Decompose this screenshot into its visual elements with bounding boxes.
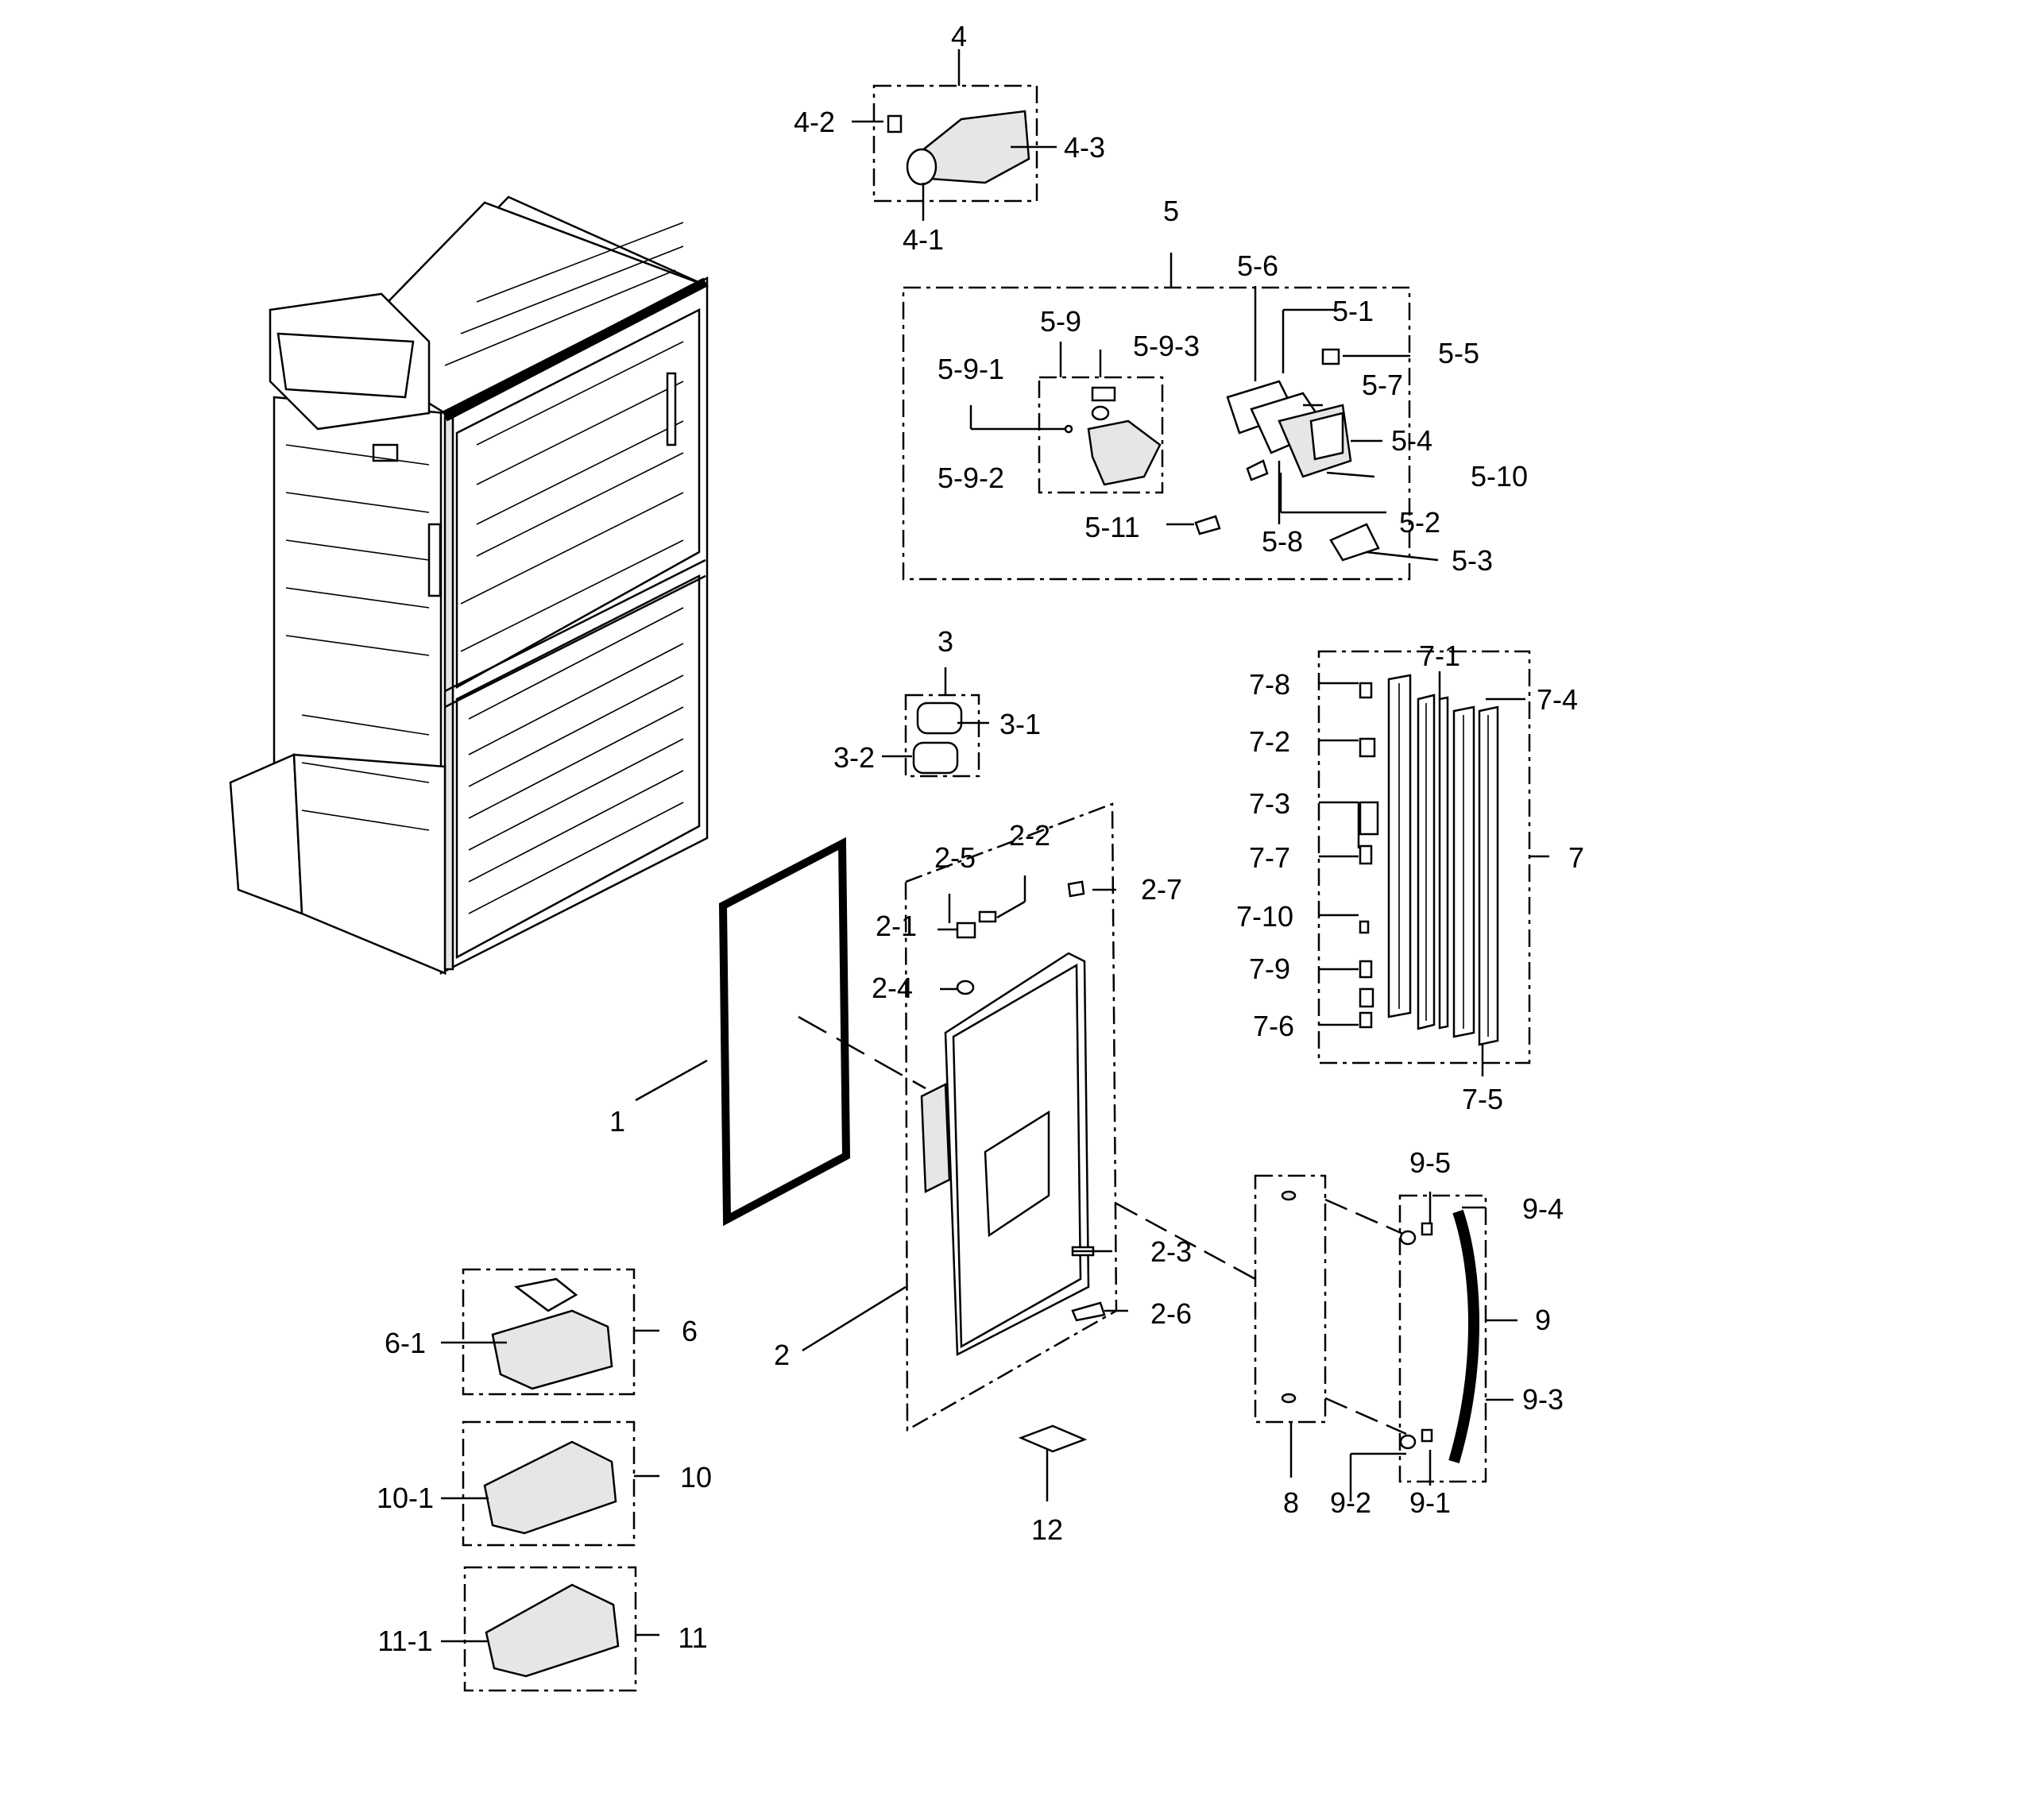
callout-7-2: 7-2 <box>1249 725 1290 758</box>
callout-7-4: 7-4 <box>1537 683 1578 716</box>
callout-labels: 4 4-1 4-2 4-3 5 5-1 5-2 5-3 5-4 5-5 5-6 … <box>377 20 1584 1657</box>
callout-3: 3 <box>938 625 953 658</box>
door-bin-group-11 <box>441 1566 659 1692</box>
callout-2-6: 2-6 <box>1150 1297 1192 1330</box>
callout-11: 11 <box>678 1621 707 1654</box>
callout-11-1: 11-1 <box>377 1625 432 1657</box>
callout-4: 4 <box>951 20 967 52</box>
callout-5-9-1: 5-9-1 <box>938 353 1004 385</box>
callout-10: 10 <box>680 1461 712 1493</box>
callout-5-9-3: 5-9-3 <box>1133 330 1200 362</box>
callout-7-1: 7-1 <box>1419 640 1460 672</box>
callout-5-8: 5-8 <box>1262 525 1303 558</box>
callout-9-3: 9-3 <box>1522 1383 1564 1416</box>
door-bin-group-10 <box>441 1420 659 1547</box>
callout-2: 2 <box>774 1339 790 1371</box>
callout-2-1: 2-1 <box>876 910 917 942</box>
callout-3-2: 3-2 <box>833 741 875 774</box>
callout-5-6: 5-6 <box>1237 249 1278 282</box>
door-gasket-1 <box>635 837 926 1227</box>
door-group-2 <box>802 802 1128 1432</box>
callout-5-7: 5-7 <box>1362 369 1403 401</box>
callout-9-5: 9-5 <box>1409 1146 1451 1179</box>
callout-9: 9 <box>1535 1304 1551 1336</box>
callout-7-5: 7-5 <box>1462 1083 1503 1115</box>
callout-2-7: 2-7 <box>1141 873 1182 906</box>
callout-10-1: 10-1 <box>377 1482 434 1514</box>
callout-5-4: 5-4 <box>1391 424 1432 457</box>
callout-5-1: 5-1 <box>1332 295 1374 327</box>
callout-5-9: 5-9 <box>1040 305 1081 338</box>
callout-5: 5 <box>1163 195 1179 227</box>
callout-8: 8 <box>1283 1486 1299 1519</box>
callout-2-3: 2-3 <box>1150 1235 1192 1268</box>
callout-6: 6 <box>682 1315 698 1347</box>
callout-5-9-2: 5-9-2 <box>938 462 1004 494</box>
door-panel-8 <box>1115 1174 1407 1478</box>
callout-5-5: 5-5 <box>1438 337 1479 369</box>
callout-7-3: 7-3 <box>1249 787 1290 820</box>
callout-7-7: 7-7 <box>1249 841 1290 874</box>
door-bin-group-6 <box>441 1268 659 1396</box>
callout-7-9: 7-9 <box>1249 953 1290 985</box>
callout-9-2: 9-2 <box>1330 1486 1371 1519</box>
callout-12: 12 <box>1031 1513 1063 1546</box>
group-4-assembly <box>852 49 1057 221</box>
callout-4-2: 4-2 <box>794 106 835 138</box>
callout-4-1: 4-1 <box>903 223 944 256</box>
callout-2-4: 2-4 <box>872 972 913 1004</box>
callout-2-5: 2-5 <box>934 841 976 874</box>
callout-5-10: 5-10 <box>1471 460 1528 493</box>
callout-4-3: 4-3 <box>1064 131 1105 164</box>
group-3-assembly <box>882 667 989 778</box>
callout-7: 7 <box>1568 841 1584 874</box>
callout-9-1: 9-1 <box>1409 1486 1451 1519</box>
callout-6-1: 6-1 <box>385 1327 426 1359</box>
callout-7-8: 7-8 <box>1249 668 1290 701</box>
callout-5-2: 5-2 <box>1399 506 1440 539</box>
callout-5-11: 5-11 <box>1084 511 1139 543</box>
part-12 <box>1018 1424 1088 1501</box>
door-handle-group-9 <box>1349 1192 1517 1501</box>
callout-3-1: 3-1 <box>999 708 1041 740</box>
callout-9-4: 9-4 <box>1522 1192 1564 1225</box>
callout-5-3: 5-3 <box>1452 544 1493 577</box>
callout-2-2: 2-2 <box>1009 819 1050 852</box>
callout-7-10: 7-10 <box>1236 900 1293 933</box>
refrigerator-cabinet <box>229 195 709 976</box>
group-5-assembly <box>902 253 1439 581</box>
callout-7-6: 7-6 <box>1253 1010 1294 1042</box>
callout-1: 1 <box>609 1105 625 1138</box>
group-7-assembly <box>1317 650 1549 1076</box>
